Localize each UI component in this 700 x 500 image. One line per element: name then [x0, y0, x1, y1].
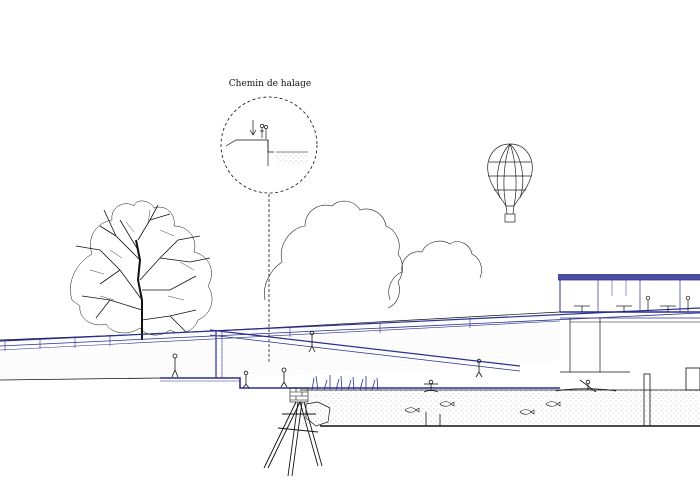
- lower-quay: [160, 377, 560, 389]
- fish-icon: [404, 401, 561, 415]
- pedestrian-icon: [308, 330, 316, 353]
- embankment-ground: [0, 312, 560, 380]
- reeds-icon: [311, 375, 379, 391]
- pedestrian-icon: [171, 353, 179, 378]
- arrow-down-icon: [249, 120, 257, 136]
- pedestrian-icon: [242, 370, 250, 389]
- tree-icon: [70, 200, 213, 340]
- cloud-icon: [264, 200, 403, 309]
- callout-detail-content: [225, 120, 308, 166]
- pedestrian-icon: [475, 358, 483, 378]
- kayak-icon: [555, 379, 617, 393]
- hot-air-balloon-icon: [487, 143, 533, 223]
- descending-ramp: [209, 329, 521, 378]
- pedestrian-icon: [260, 124, 268, 139]
- canal-water: [300, 390, 700, 426]
- pedestrian-icon: [423, 379, 439, 393]
- timber-piles: [263, 401, 323, 477]
- pavilion-building: [558, 274, 700, 373]
- brick-pier: [289, 387, 309, 403]
- upper-promenade: [0, 307, 700, 351]
- stone-footing: [305, 401, 331, 427]
- dining-tables: [574, 295, 691, 312]
- mooring-posts: [425, 367, 700, 427]
- cloud-icon: [388, 240, 482, 301]
- callout-detail-circle: [220, 96, 318, 194]
- pedestrian-icon: [280, 367, 288, 388]
- callout-title: Chemin de halage: [228, 79, 312, 89]
